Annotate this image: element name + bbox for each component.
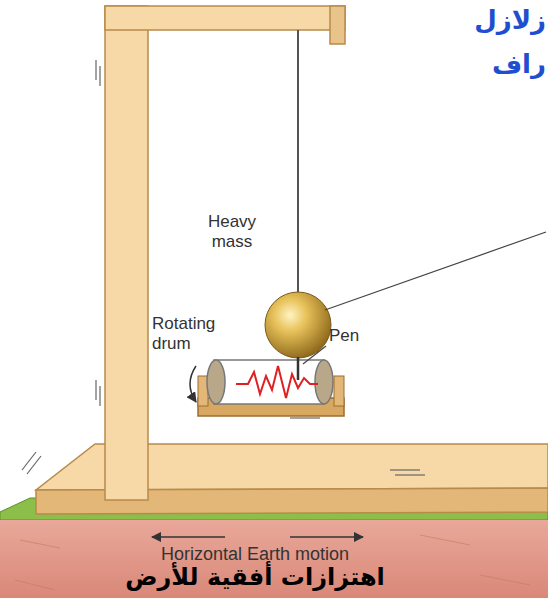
ground-block — [0, 520, 548, 598]
frame-arm — [105, 6, 345, 30]
rotation-arrow — [190, 366, 196, 402]
seismic-trace — [236, 366, 318, 398]
leader-line — [303, 346, 326, 364]
part-label: Rotating drum — [152, 314, 234, 353]
drum-end — [207, 360, 225, 404]
frame-post — [105, 6, 148, 500]
title-fragment: راف — [492, 50, 546, 80]
part-label: Pen — [329, 326, 359, 346]
rotating-drum — [214, 360, 324, 404]
pen — [297, 357, 300, 380]
arabic-caption: اهتزازات أفقية للأرض — [50, 564, 460, 592]
title-fragment: زلازل — [474, 6, 546, 36]
motion-arrow — [290, 536, 363, 538]
suspension-wire — [297, 30, 299, 293]
vibration-marks — [22, 60, 425, 475]
tray-side — [334, 376, 344, 406]
motion-arrow — [152, 536, 225, 538]
heavy-mass — [265, 292, 331, 358]
motion-label: Horizontal Earth motion — [110, 544, 400, 565]
arm-tab — [330, 6, 345, 44]
part-label: Heavy mass — [194, 212, 270, 251]
leader-line — [325, 232, 546, 310]
drum-end — [315, 360, 333, 404]
